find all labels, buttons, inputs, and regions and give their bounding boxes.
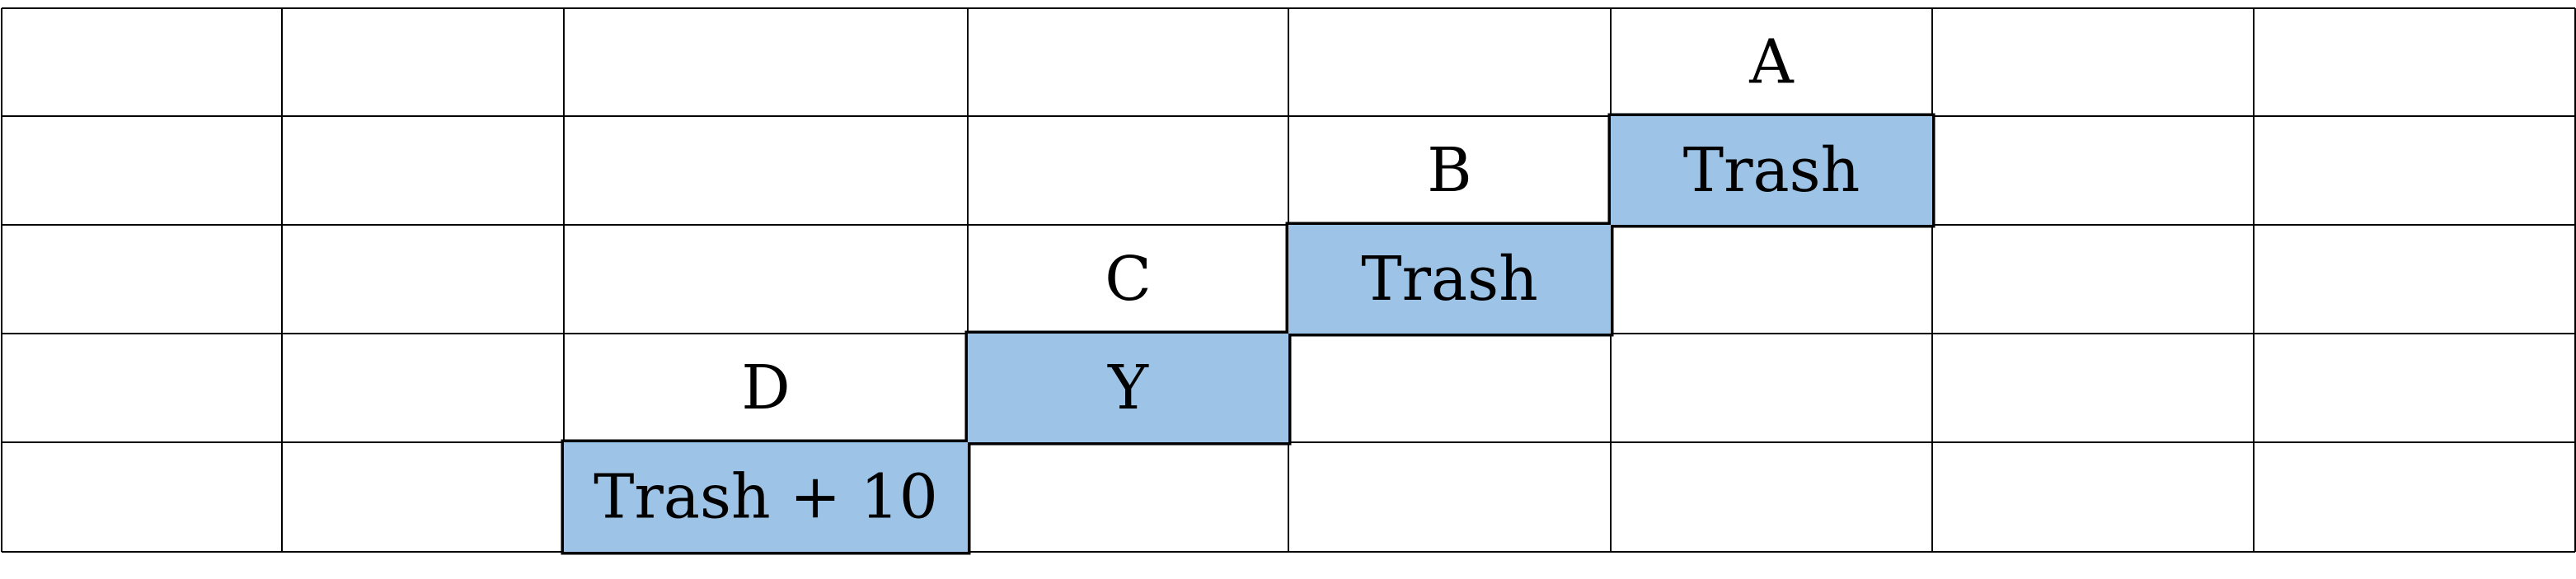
- step-letter-label: D: [741, 353, 790, 423]
- highlight-cell-r2-c4: [1288, 225, 1611, 334]
- highlighted-cells: [564, 116, 1932, 552]
- step-letter-label: B: [1427, 135, 1471, 206]
- highlight-cell-r1-c5: [1611, 116, 1932, 225]
- highlight-cell-r3-c3: [968, 334, 1288, 442]
- highlighted-cell-label: Trash + 10: [594, 462, 938, 533]
- step-letter-label: A: [1748, 27, 1795, 98]
- highlighted-cell-label: Trash: [1683, 135, 1860, 206]
- highlighted-cell-label: Y: [1107, 353, 1149, 423]
- highlighted-cell-label: Trash: [1361, 244, 1537, 315]
- step-letter-label: C: [1105, 244, 1152, 315]
- highlight-cell-r4-c2: [564, 442, 968, 552]
